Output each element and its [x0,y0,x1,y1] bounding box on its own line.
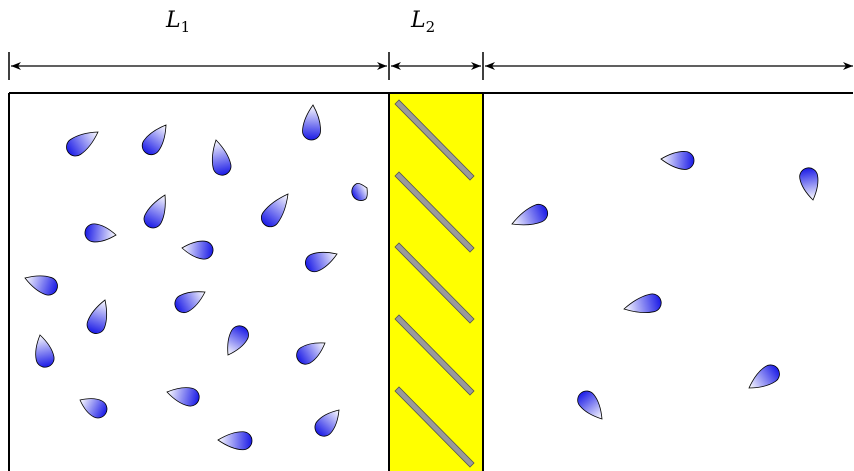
left-region-particle [314,409,340,437]
right-region-particle [660,151,695,170]
membrane-slat [394,386,475,468]
label-l2-symbol: L [411,8,426,33]
left-region-particle [141,124,167,156]
membrane-slat [394,171,475,253]
left-region-particle [86,299,108,334]
left-region-particle [166,387,200,407]
right-region-particle [799,167,819,201]
left-region-particle [296,342,326,365]
membrane-slats [394,99,475,468]
label-l1-symbol: L [166,8,181,33]
right-region-particle [511,204,548,226]
left-region-particle [35,334,55,368]
left-region-particle [24,275,58,296]
label-l1: L1 [166,10,190,35]
right-region-particle [748,364,780,389]
left-region-particle [66,131,99,157]
dimension-line [8,52,853,80]
left-region-particle [227,325,249,356]
left-region-particle [351,182,368,201]
label-l2-subscript: 2 [425,18,436,36]
label-l2: L2 [411,10,435,35]
membrane-slat [394,242,475,324]
left-region-particle [143,194,166,229]
left-region-particle [84,223,117,243]
right-region-particle [623,293,662,314]
left-region-particle [305,251,338,273]
left-region-particle [217,431,253,451]
container [8,92,853,471]
left-region-particle [211,139,232,176]
right-region-particle [577,390,603,420]
left-region-particle [174,291,206,314]
left-region-particle [261,193,289,228]
membrane-slat [394,99,475,181]
membrane-slat [394,314,475,396]
left-region-particle [181,240,214,260]
left-region-particle [79,398,108,419]
particles [24,104,819,451]
label-l1-subscript: 1 [180,18,191,36]
left-region-particle [302,104,321,141]
